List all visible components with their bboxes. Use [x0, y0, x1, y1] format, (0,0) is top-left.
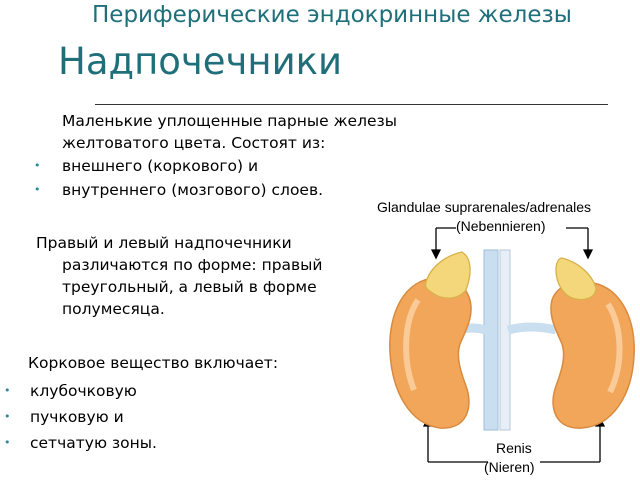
intro-line: желтоватого цвета. Состоят из:: [62, 134, 326, 152]
shape-line: Правый и левый надпочечники: [36, 234, 292, 252]
figure-label-kidneys-de: (Nieren): [484, 459, 535, 475]
shape-line: треугольный, а левый в форме: [62, 278, 317, 296]
cortex-heading: Корковое вещество включает:: [28, 354, 279, 372]
title-divider: [95, 104, 608, 105]
bullet-icon: •: [4, 410, 11, 423]
bullet-icon: •: [34, 183, 41, 196]
figure-label-glands: Glandulae suprarenales/adrenales: [377, 199, 592, 215]
figure-label-glands-de: (Nebennieren): [456, 218, 546, 234]
vena-cava: [483, 249, 499, 431]
slide-title: Надпочечники: [58, 40, 343, 83]
adrenal-gland-left: [424, 251, 471, 299]
shape-line: различаются по форме: правый: [62, 256, 323, 274]
bullet-icon: •: [34, 159, 41, 172]
layers-list: •внешнего (коркового) и •внутреннего (мо…: [34, 154, 323, 202]
shape-paragraph: Правый и левый надпочечники различаются …: [36, 232, 322, 320]
figure-label-kidneys: Renis: [496, 440, 532, 456]
list-item: •пучковую и: [4, 404, 157, 430]
renal-vein-right: [506, 322, 558, 335]
aorta: [499, 249, 511, 431]
list-item: •внутреннего (мозгового) слоев.: [34, 178, 323, 202]
list-item: •внешнего (коркового) и: [34, 154, 323, 178]
kidney-right-highlight: [605, 302, 623, 394]
intro-line: Маленькие уплощенные парные железы: [62, 112, 398, 130]
pointer-lines: [422, 227, 606, 463]
intro-paragraph: Маленькие уплощенные парные железы желто…: [62, 110, 397, 154]
arrow-head: [430, 249, 442, 260]
bullet-icon: •: [4, 436, 11, 449]
adrenal-kidney-illustration: [389, 227, 635, 463]
zones-list: •клубочковую •пучковую и •сетчатую зоны.: [4, 378, 157, 456]
kidney-left: [389, 277, 472, 429]
slide-header: Периферические эндокринные железы: [92, 2, 572, 28]
vessels: [456, 249, 558, 431]
arrow-head: [582, 249, 594, 260]
bullet-icon: •: [4, 384, 11, 397]
kidney-left-highlight: [403, 298, 421, 392]
shape-line: полумесяца.: [62, 300, 165, 318]
list-item: •клубочковую: [4, 378, 157, 404]
list-item: •сетчатую зоны.: [4, 430, 157, 456]
adrenal-gland-right: [555, 257, 597, 301]
